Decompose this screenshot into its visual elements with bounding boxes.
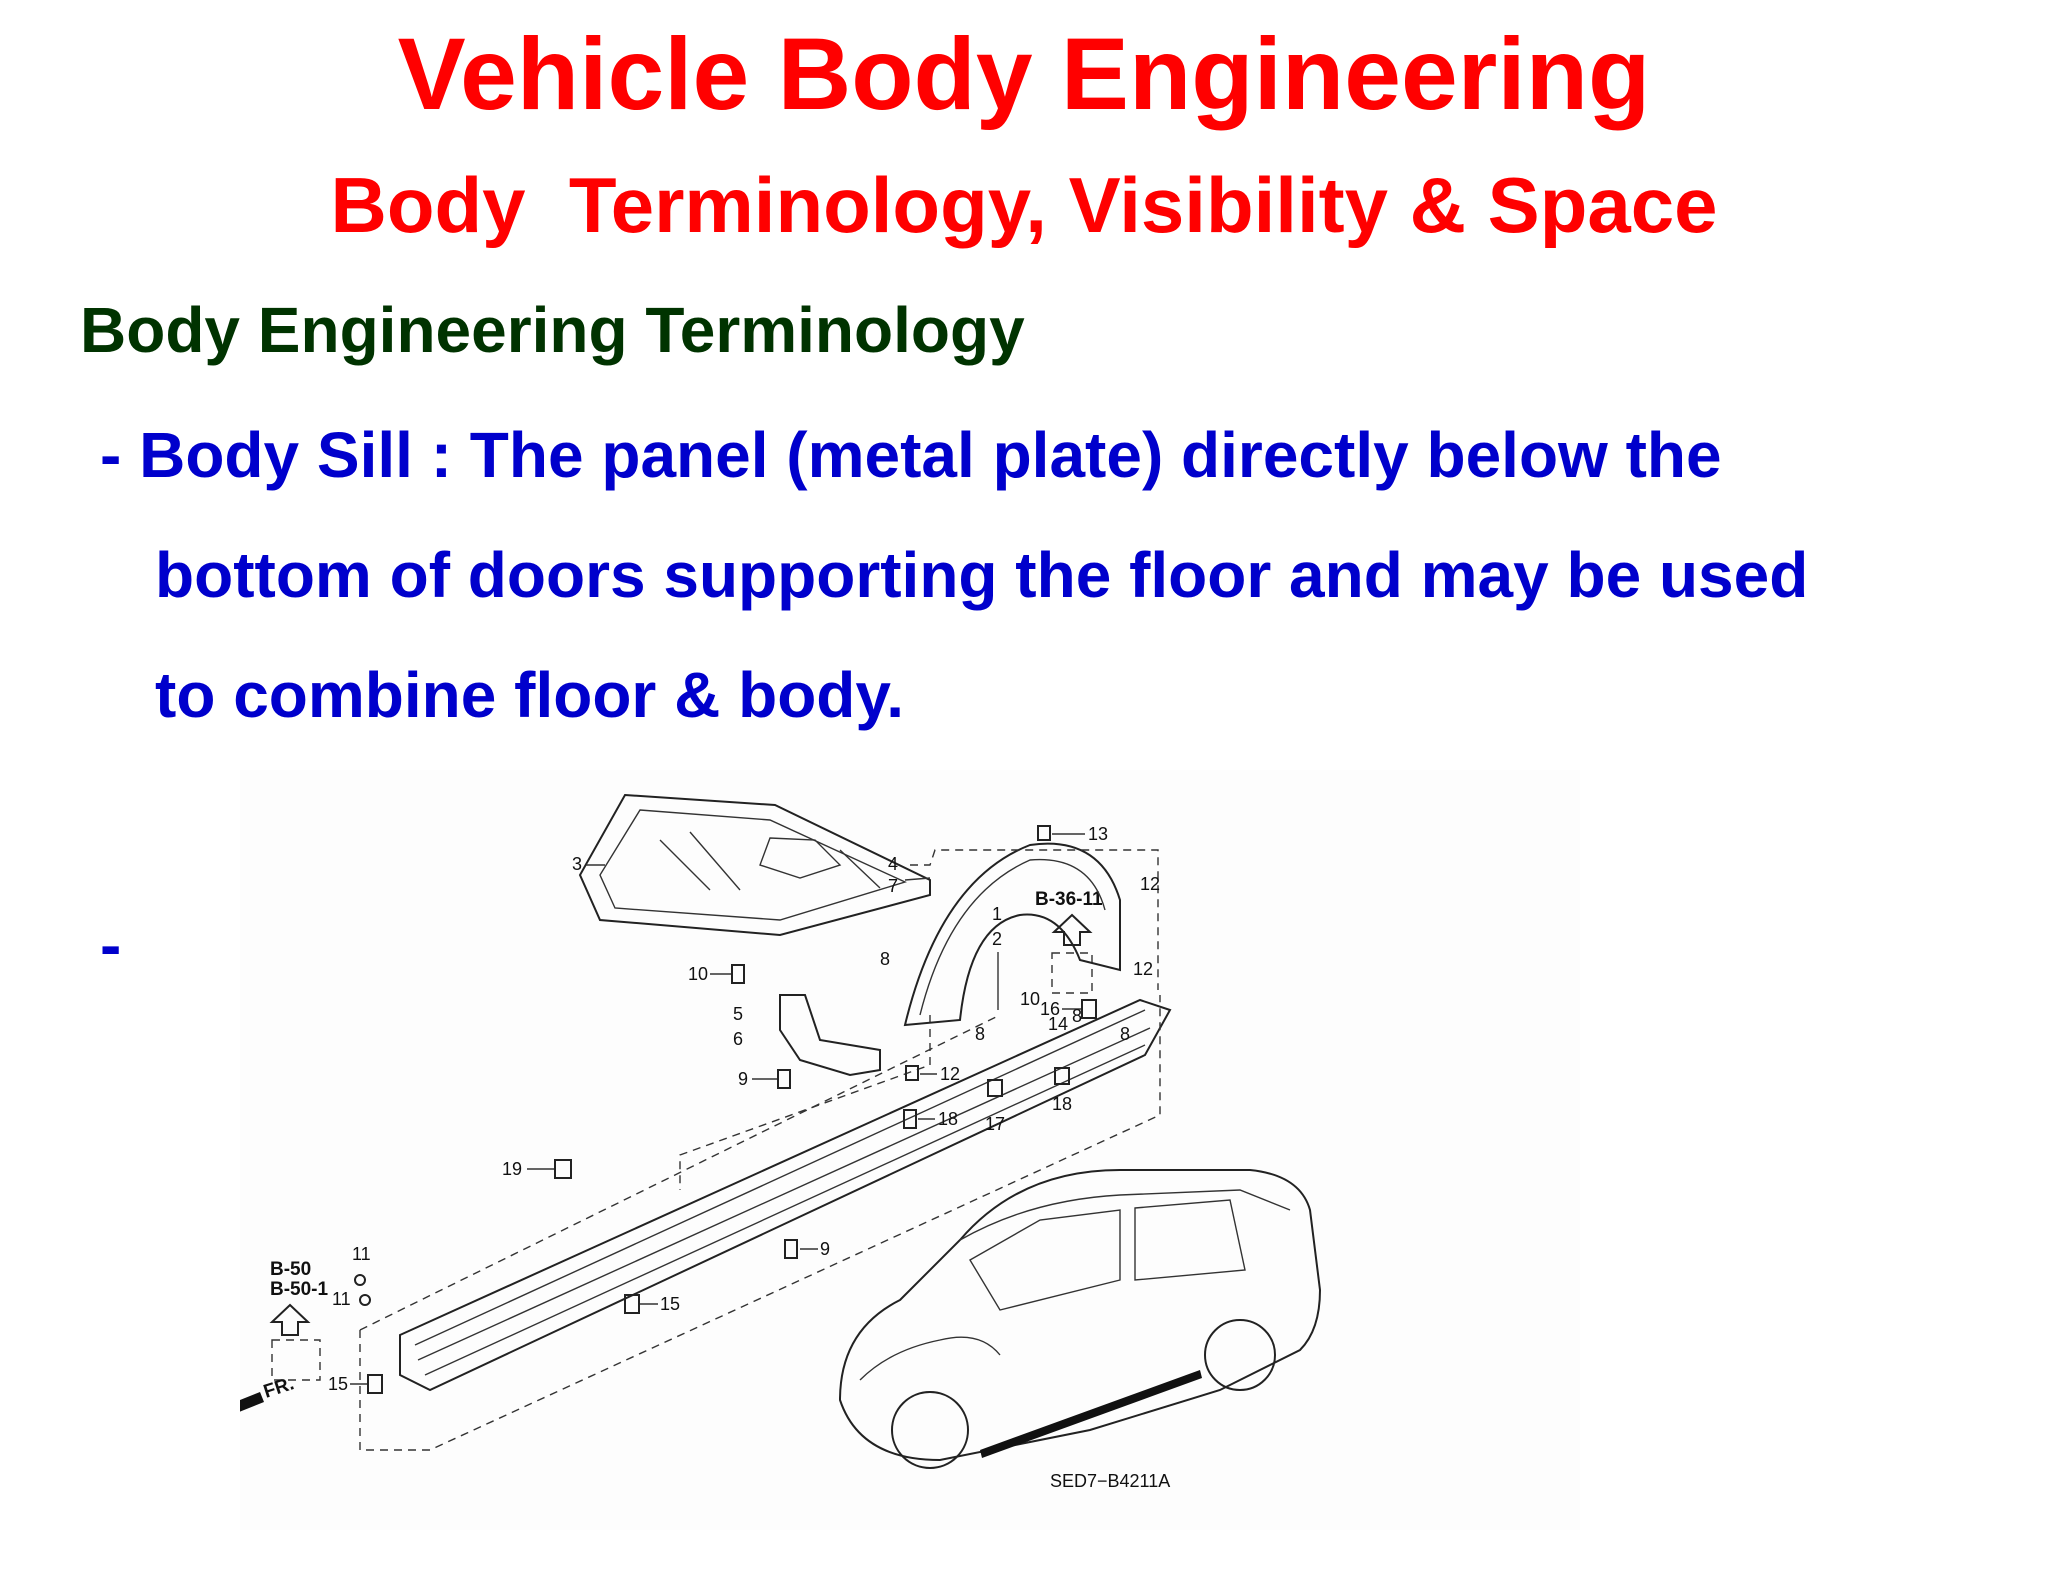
- callout-18-b: 18: [1052, 1094, 1072, 1114]
- callout-15-left: 15: [328, 1374, 348, 1394]
- rear-wheel: [1204, 1319, 1276, 1391]
- callout-11-lower: 11: [332, 1289, 351, 1309]
- callout-5: 5: [733, 1004, 743, 1024]
- callout-8-d: 8: [1120, 1024, 1130, 1044]
- callout-17: 17: [985, 1114, 1005, 1134]
- callout-11-upper: 11: [352, 1244, 371, 1264]
- callout-8-a: 8: [880, 949, 890, 969]
- clip-icon: [554, 1159, 572, 1179]
- callout-8-c: 8: [1072, 1006, 1082, 1026]
- callout-12-b: 12: [1133, 959, 1153, 979]
- body-sill-parts-diagram: 3 10 5 6 9 1 2 B-36-11 16: [240, 770, 1580, 1530]
- bullet-empty-dash: -: [100, 909, 122, 981]
- clip-icon: [1081, 999, 1097, 1019]
- slide-subtitle: Body Terminology, Visibility & Space: [330, 161, 1718, 249]
- front-arrow-icon: [240, 1392, 264, 1412]
- callout-12-a: 12: [1140, 874, 1160, 894]
- up-arrow-icon: [1051, 913, 1093, 946]
- ref-b-36-11: B-36-11: [1035, 889, 1103, 910]
- callout-12-c: 12: [940, 1064, 960, 1084]
- callout-2: 2: [992, 929, 1002, 949]
- parts-diagram-svg: 3 10 5 6 9 1 2 B-36-11 16: [240, 793, 1322, 1491]
- callout-8-b: 8: [975, 1024, 985, 1044]
- up-arrow-icon: [269, 1303, 311, 1336]
- callout-10-right: 10: [1020, 989, 1040, 1009]
- bullet-line-3: to combine floor & body.: [155, 659, 904, 731]
- clip-icon: [903, 1109, 917, 1129]
- undercover-panel: [578, 793, 931, 937]
- callout-15-mid: 15: [660, 1294, 680, 1314]
- callout-13: 13: [1088, 824, 1108, 844]
- ref-b-50: B-50: [270, 1259, 311, 1280]
- bullet-line-2: bottom of doors supporting the floor and…: [155, 539, 1809, 611]
- callout-6: 6: [733, 1029, 743, 1049]
- bolt-icon: [784, 1239, 798, 1259]
- callout-19: 19: [502, 1159, 522, 1179]
- inner-fender-part: [903, 842, 1121, 1027]
- car-illustration: [838, 1169, 1322, 1469]
- body-sill-part: [399, 998, 1172, 1392]
- clip-icon: [987, 1079, 1003, 1097]
- bracket-part: [779, 994, 881, 1077]
- body-sill-highlight: [980, 1370, 1202, 1458]
- clip-icon: [1037, 825, 1051, 841]
- diagram-code: SED7−B4211A: [1050, 1471, 1170, 1491]
- callout-3: 3: [572, 854, 582, 874]
- bolt-icon: [731, 964, 745, 984]
- front-marker: FR.: [261, 1373, 297, 1402]
- callout-16: 16: [1040, 999, 1060, 1019]
- bullet-line-1: - Body Sill : The panel (metal plate) di…: [100, 419, 1722, 491]
- slide-title: Vehicle Body Engineering: [397, 17, 1651, 131]
- callout-1: 1: [992, 904, 1002, 924]
- bolt-icon: [777, 1069, 791, 1089]
- clip-icon: [905, 1065, 919, 1081]
- clip-icon: [367, 1374, 383, 1394]
- callout-7: 7: [888, 876, 898, 896]
- clip-icon: [624, 1294, 640, 1314]
- front-wheel: [891, 1391, 969, 1469]
- callout-18-a: 18: [938, 1109, 958, 1129]
- callout-14: 14: [1048, 1014, 1068, 1034]
- ref-b-50-1: B-50-1: [270, 1279, 329, 1300]
- callout-4: 4: [888, 854, 898, 874]
- callout-9-lower: 9: [820, 1239, 830, 1259]
- section-heading: Body Engineering Terminology: [80, 294, 1025, 366]
- callout-9-upper: 9: [738, 1069, 748, 1089]
- callout-10-left: 10: [688, 964, 708, 984]
- clip-icon: [1054, 1067, 1070, 1085]
